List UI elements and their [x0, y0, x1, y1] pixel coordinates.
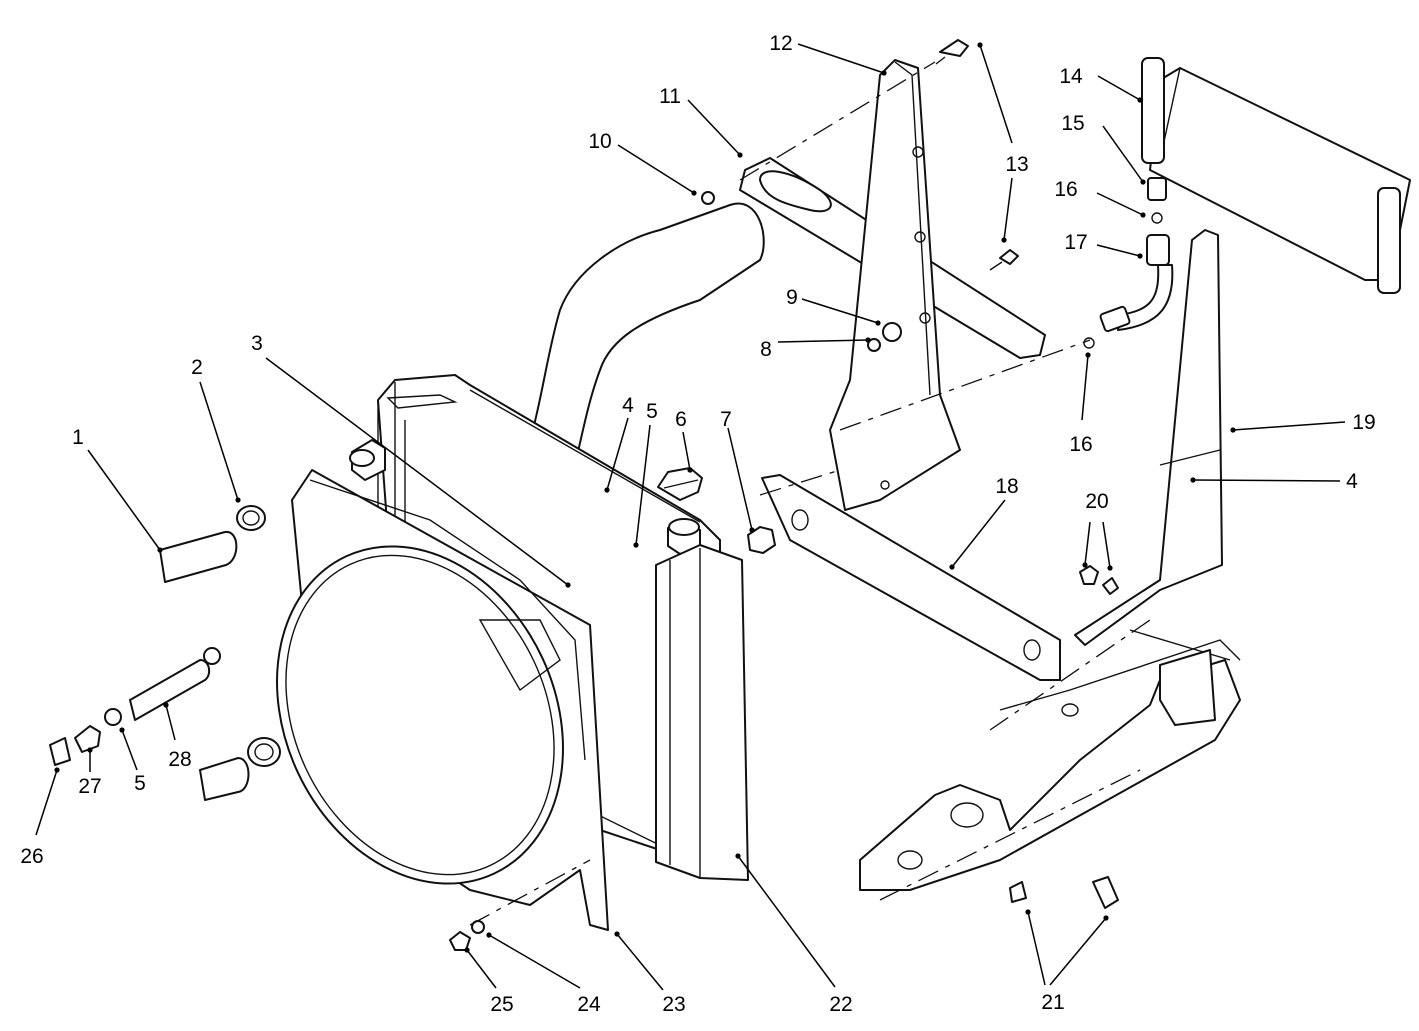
oil-cooler-fitting [1083, 177, 1174, 349]
callout-label: 11 [659, 85, 681, 108]
fan-shroud [276, 469, 609, 931]
callout-label: 12 [769, 32, 792, 55]
callout-label: 5 [646, 400, 658, 423]
callout-label: 10 [588, 130, 611, 153]
bracket-bolts [935, 39, 1019, 271]
callout-label: 8 [760, 338, 772, 361]
callout-label: 25 [490, 993, 513, 1016]
callout-label: 15 [1061, 112, 1084, 135]
callout-label: 2 [191, 356, 203, 379]
callout-label: 6 [675, 408, 687, 431]
callout-label: 28 [168, 748, 191, 771]
callout-label: 13 [1005, 153, 1028, 176]
support-bracket-right [1074, 229, 1223, 646]
chassis-frame [859, 629, 1241, 891]
callout-label: 5 [134, 772, 146, 795]
callout-label: 4 [622, 394, 634, 417]
callout-label: 26 [20, 845, 43, 868]
callout-label: 17 [1064, 231, 1087, 254]
callout-leaders [35, 42, 1346, 991]
support-bracket-left [829, 59, 961, 511]
callout-label: 1 [72, 426, 84, 449]
radiator-side-tank [655, 544, 749, 881]
callout-label: 14 [1059, 65, 1083, 88]
radiator-lower-brace [761, 474, 1061, 681]
callout-label: 22 [829, 993, 852, 1016]
callout-label: 21 [1041, 991, 1064, 1014]
shroud-fasteners [449, 920, 485, 951]
hoses-and-clamps [49, 505, 281, 801]
assembly-lines [469, 61, 1151, 926]
callout-label: 7 [720, 408, 732, 431]
callout-label: 16 [1054, 178, 1077, 201]
callout-label: 24 [577, 993, 601, 1016]
callout-label: 9 [786, 286, 798, 309]
oil-cooler [1141, 57, 1411, 294]
mount-hardware [701, 191, 902, 554]
callout-label: 23 [662, 993, 685, 1016]
callout-label: 4 [1346, 470, 1358, 493]
callout-label: 18 [995, 475, 1018, 498]
radiator-cap [657, 467, 703, 501]
callout-label: 20 [1085, 490, 1108, 513]
callout-labels: 1 2 3 4 5 6 7 8 9 10 11 12 13 14 15 16 1… [20, 32, 1375, 1016]
callout-label: 16 [1069, 433, 1092, 456]
callout-label: 19 [1352, 411, 1375, 434]
callout-label: 27 [78, 775, 101, 798]
frame-bolts [1009, 565, 1119, 909]
callout-label: 3 [251, 332, 263, 355]
